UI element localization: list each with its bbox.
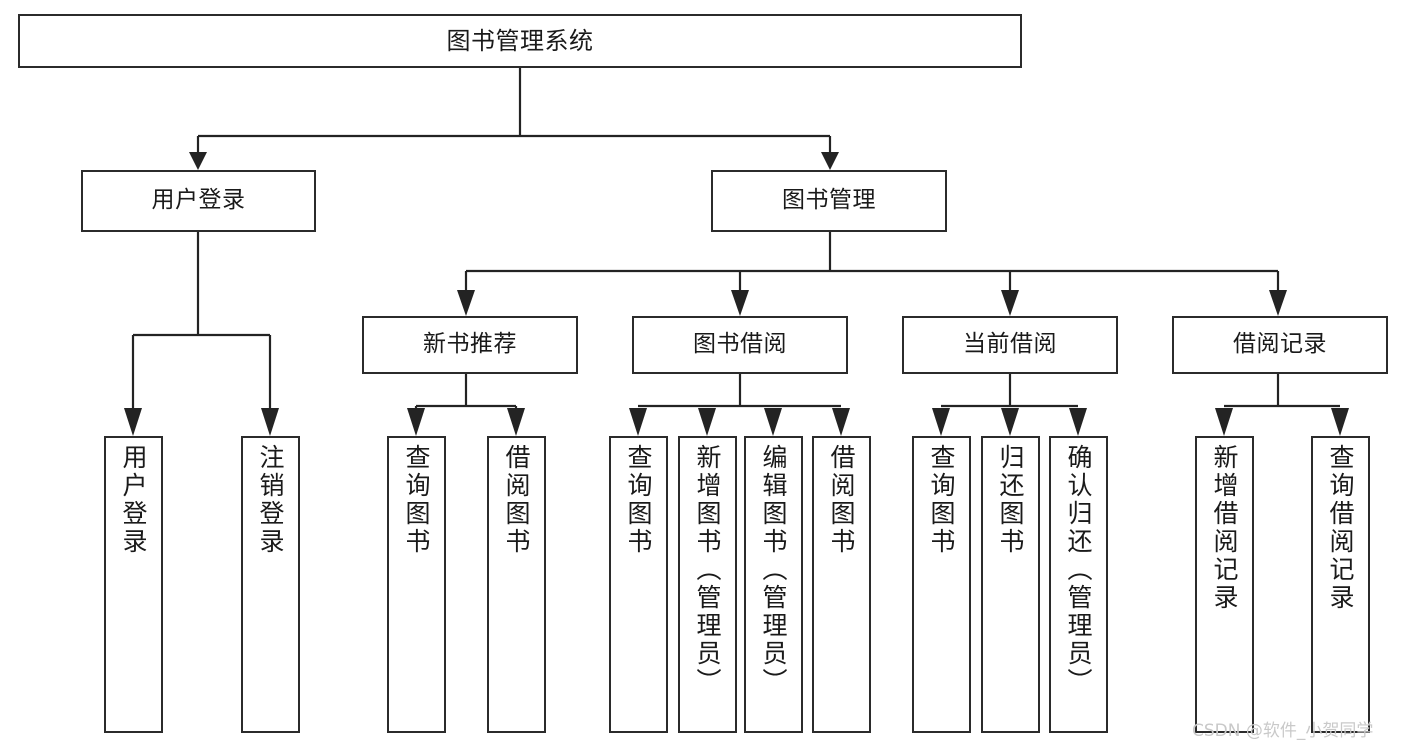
node-label: 借阅记录	[1233, 331, 1327, 358]
node-label: 用户登录	[151, 187, 246, 214]
csdn-watermark: CSDN @软件_小贺同学	[1192, 721, 1374, 741]
arrowhead-new-book-rec	[457, 290, 475, 316]
node-label: 图书借阅	[693, 331, 787, 358]
arrowhead-user-login	[189, 152, 207, 170]
node-label: 查询图书	[624, 444, 653, 556]
leaf-borrow-edit-book-admin[interactable]: 编辑图书（管理员）	[744, 436, 803, 733]
node-label: 图书管理	[782, 187, 876, 214]
arrowhead-current-confirm	[1069, 408, 1087, 436]
node-label: 注销登录	[256, 444, 285, 556]
arrowhead-borrow-lend	[832, 408, 850, 436]
node-label: 编辑图书（管理员）	[759, 444, 788, 696]
leaf-newbook-query-book[interactable]: 查询图书	[387, 436, 446, 733]
leaf-record-query-borrow-record[interactable]: 查询借阅记录	[1311, 436, 1370, 733]
arrowhead-current-query	[932, 408, 950, 436]
leaf-current-query-book[interactable]: 查询图书	[912, 436, 971, 733]
node-current-borrowing[interactable]: 当前借阅	[902, 316, 1118, 374]
arrowhead-borrow-record	[1269, 290, 1287, 316]
node-label: 查询借阅记录	[1326, 444, 1355, 612]
arrowhead-book-manage	[821, 152, 839, 170]
arrowhead-record-add	[1215, 408, 1233, 436]
node-label: 新增图书（管理员）	[693, 444, 722, 696]
node-label: 归还图书	[996, 444, 1025, 556]
arrowhead-leaf-logout	[261, 408, 279, 436]
node-label: 确认归还（管理员）	[1064, 444, 1093, 696]
node-label: 用户登录	[119, 444, 148, 556]
node-label: 图书管理系统	[446, 26, 594, 55]
leaf-current-return-book[interactable]: 归还图书	[981, 436, 1040, 733]
leaf-current-confirm-return-admin[interactable]: 确认归还（管理员）	[1049, 436, 1108, 733]
arrowhead-current-borrow	[1001, 290, 1019, 316]
node-book-borrowing[interactable]: 图书借阅	[632, 316, 848, 374]
leaf-borrow-query-book[interactable]: 查询图书	[609, 436, 668, 733]
arrowhead-newbook-query	[407, 408, 425, 436]
node-label: 新增借阅记录	[1210, 444, 1239, 612]
leaf-borrow-add-book-admin[interactable]: 新增图书（管理员）	[678, 436, 737, 733]
node-book-management[interactable]: 图书管理	[711, 170, 947, 232]
node-label: 借阅图书	[827, 444, 856, 556]
node-user-login[interactable]: 用户登录	[81, 170, 316, 232]
leaf-record-add-borrow-record[interactable]: 新增借阅记录	[1195, 436, 1254, 733]
node-label: 借阅图书	[502, 444, 531, 556]
arrowhead-borrow-edit	[764, 408, 782, 436]
arrowhead-leaf-user-login	[124, 408, 142, 436]
node-borrow-records[interactable]: 借阅记录	[1172, 316, 1388, 374]
arrowhead-book-borrow	[731, 290, 749, 316]
arrowhead-borrow-add	[698, 408, 716, 436]
node-label: 查询图书	[927, 444, 956, 556]
node-label: 查询图书	[402, 444, 431, 556]
node-label: 当前借阅	[963, 331, 1057, 358]
node-label: 新书推荐	[423, 331, 517, 358]
leaf-logout[interactable]: 注销登录	[241, 436, 300, 733]
leaf-borrow-lend-book[interactable]: 借阅图书	[812, 436, 871, 733]
node-new-book-recommend[interactable]: 新书推荐	[362, 316, 578, 374]
node-root-book-management-system[interactable]: 图书管理系统	[18, 14, 1022, 68]
arrowhead-record-query	[1331, 408, 1349, 436]
arrowhead-newbook-borrow	[507, 408, 525, 436]
arrowhead-borrow-query	[629, 408, 647, 436]
leaf-newbook-borrow-book[interactable]: 借阅图书	[487, 436, 546, 733]
leaf-user-login[interactable]: 用户登录	[104, 436, 163, 733]
arrowhead-current-return	[1001, 408, 1019, 436]
